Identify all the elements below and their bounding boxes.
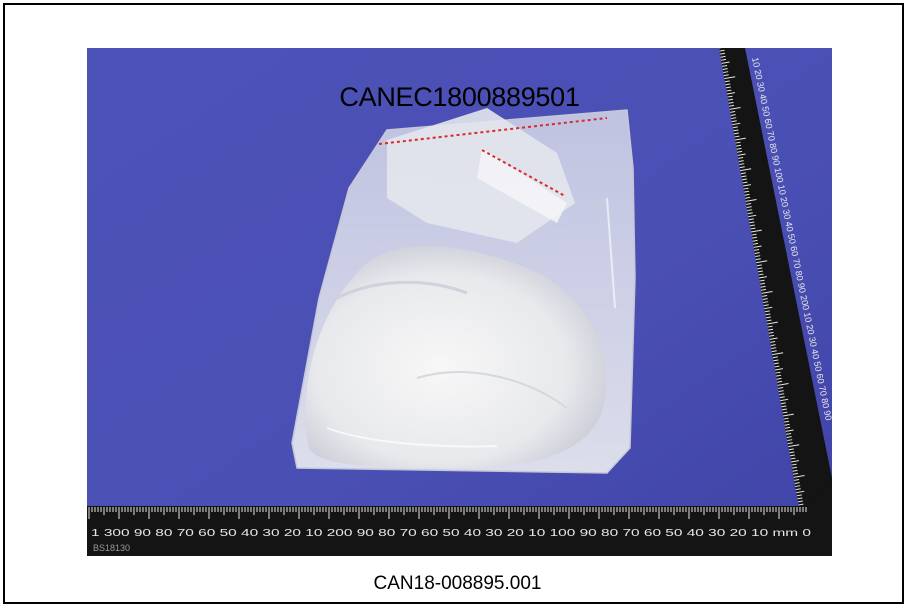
powder: [305, 246, 607, 468]
image-frame: 10 20 30 40 50 60 70 80 90 100 10 20 30 …: [3, 3, 904, 604]
evidence-bag: [291, 108, 636, 474]
bottom-ruler-marks: 1 300 90 80 70 60 50 40 30 20 10 200 90 …: [91, 528, 812, 539]
zip-seal-inner: [481, 149, 566, 197]
ruler-code: BS18130: [93, 543, 130, 553]
evidence-photo: 10 20 30 40 50 60 70 80 90 100 10 20 30 …: [87, 48, 832, 556]
evidence-photo-graphic: 10 20 30 40 50 60 70 80 90 100 10 20 30 …: [87, 48, 832, 556]
zip-seal-outer: [378, 117, 608, 145]
bottom-ruler: 1 300 90 80 70 60 50 40 30 20 10 200 90 …: [87, 478, 832, 556]
caption: CAN18-008895.001: [373, 573, 542, 594]
